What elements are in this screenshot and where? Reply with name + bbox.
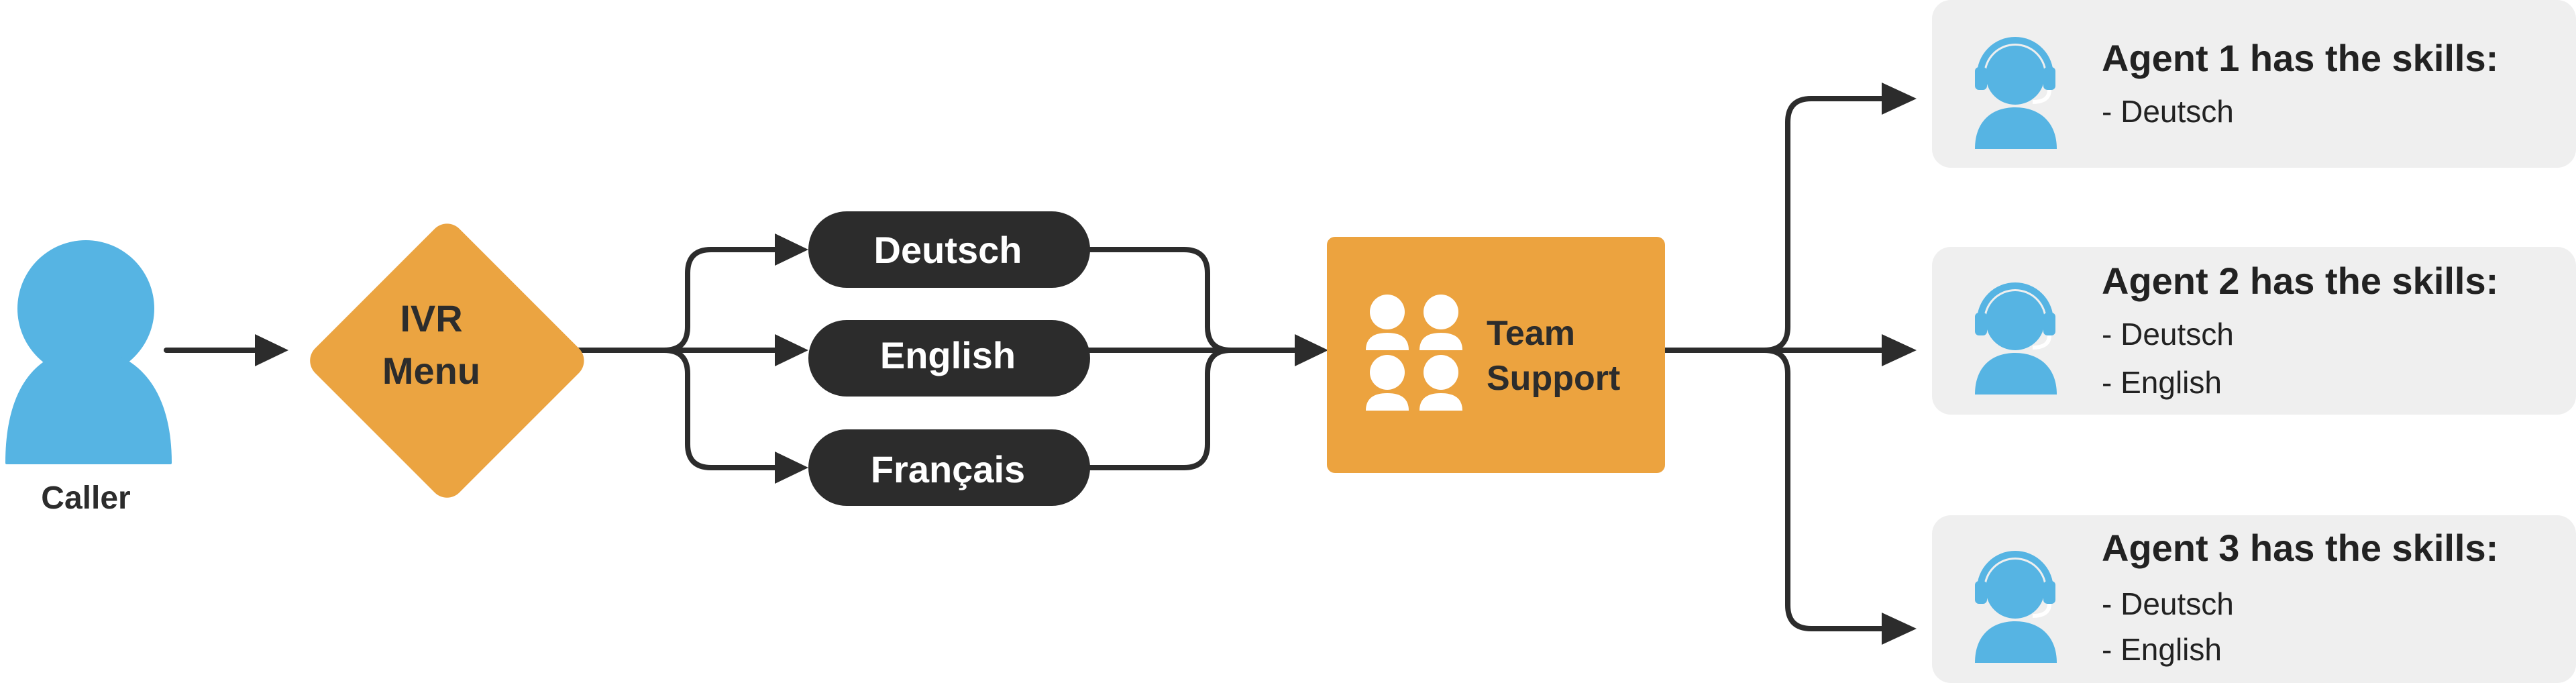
arrowhead-agent2: [1882, 334, 1917, 366]
agent-card-bg: [1932, 515, 2576, 683]
language-option-english: English: [808, 320, 1090, 397]
connector-ivr-deutsch: [573, 247, 788, 353]
person-icon: [5, 240, 172, 464]
team-label-line2: Support: [1487, 359, 1620, 398]
team-box: [1327, 237, 1665, 473]
agent-skill: - Deutsch: [2102, 94, 2234, 129]
agent-skill: - Deutsch: [2102, 586, 2234, 621]
agent-card-2: Agent 2 has the skills: - Deutsch - Engl…: [1932, 247, 2576, 415]
ivr-label-line1: IVR: [400, 297, 462, 339]
agent-skill: - Deutsch: [2102, 317, 2234, 352]
group-icon: [1366, 295, 1462, 411]
caller-label: Caller: [41, 480, 130, 516]
agent-card-1: Agent 1 has the skills: - Deutsch: [1932, 0, 2576, 168]
team-label-line1: Team: [1487, 314, 1575, 353]
arrowhead-francais: [775, 452, 808, 484]
agent-card-3: Agent 3 has the skills: - Deutsch - Engl…: [1932, 515, 2576, 683]
language-label: Français: [871, 448, 1025, 490]
ivr-diamond: [310, 223, 584, 498]
agent-title: Agent 1 has the skills:: [2102, 37, 2498, 79]
arrowhead-ivr: [255, 334, 288, 366]
agent-card-bg: [1932, 247, 2576, 415]
arrowhead-english: [775, 334, 808, 366]
connector-team-agent3: [1762, 348, 1894, 631]
arrowhead-deutsch: [775, 233, 808, 266]
arrowhead-agent1: [1882, 83, 1917, 115]
caller-node: Caller: [5, 240, 172, 516]
language-label: English: [880, 334, 1016, 376]
headset-agent-icon: [1975, 282, 2057, 395]
agent-title: Agent 2 has the skills:: [2102, 260, 2498, 302]
language-option-deutsch: Deutsch: [808, 211, 1090, 288]
team-support-node: Team Support: [1327, 237, 1665, 473]
connector-team-agent1: [1662, 96, 1894, 353]
agent-title: Agent 3 has the skills:: [2102, 527, 2498, 569]
headset-agent-icon: [1975, 37, 2057, 149]
agent-skill: - English: [2102, 365, 2222, 400]
connectors: [164, 83, 1917, 645]
agent-card-bg: [1932, 0, 2576, 168]
headset-agent-icon: [1975, 551, 2057, 663]
connector-deutsch-team: [1084, 247, 1307, 353]
language-option-francais: Français: [808, 429, 1090, 506]
ivr-menu-node: IVR Menu: [310, 223, 584, 498]
language-label: Deutsch: [874, 229, 1022, 271]
arrowhead-team: [1295, 334, 1328, 366]
arrowhead-agent3: [1882, 613, 1917, 645]
connector-ivr-francais: [661, 348, 788, 470]
connector-francais-team: [1084, 348, 1234, 470]
agent-skill: - English: [2102, 632, 2222, 667]
ivr-label-line2: Menu: [382, 350, 480, 392]
